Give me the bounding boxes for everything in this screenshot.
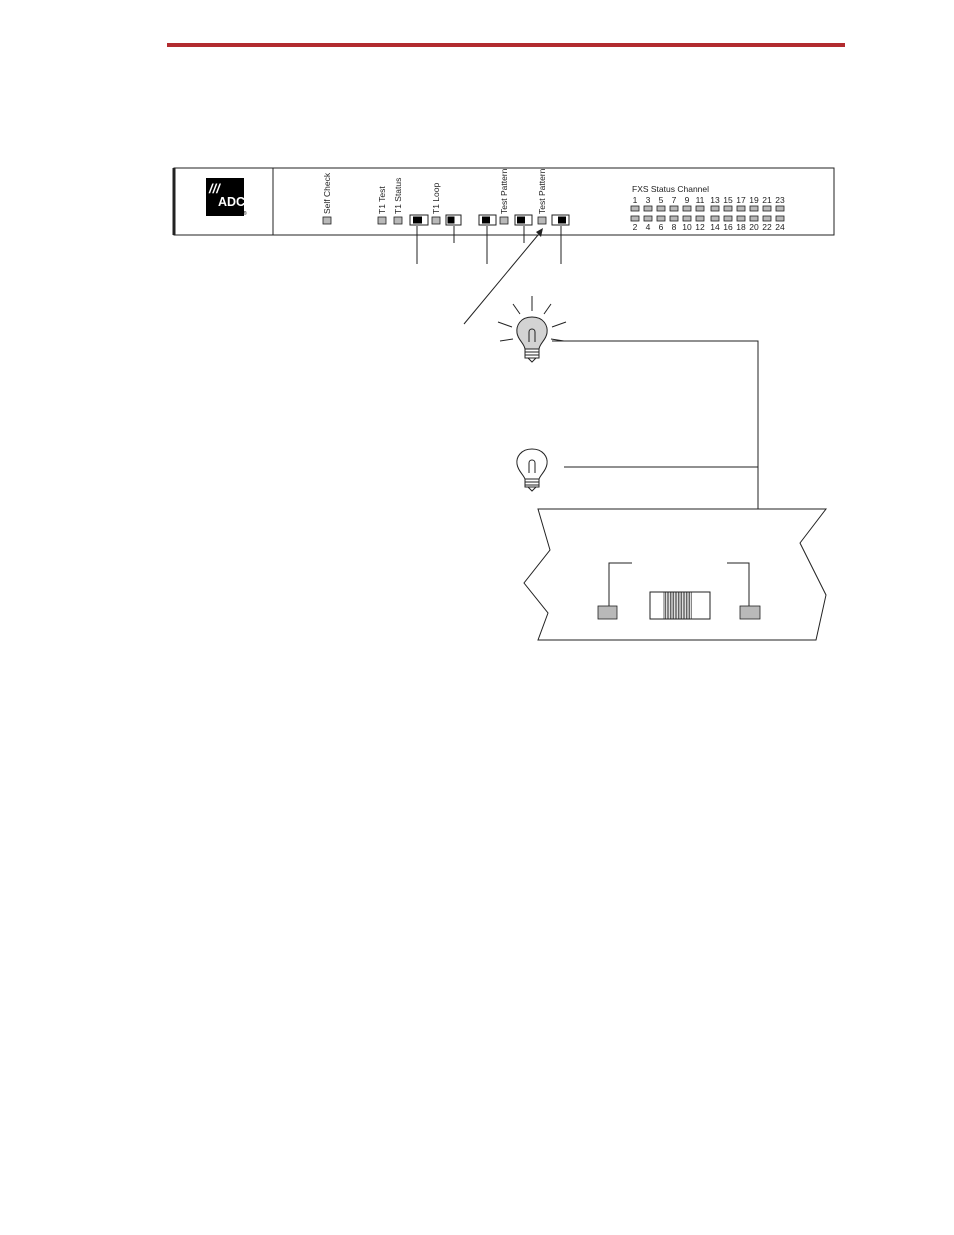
lit-bulb-icon — [497, 296, 567, 363]
fxs-led-odd — [695, 205, 705, 212]
test-pattern-label-2: Test Pattern — [537, 168, 547, 214]
fxs-led-even — [643, 215, 653, 222]
fxs-number-bottom: 2 — [633, 222, 638, 232]
fxs-led-odd — [749, 205, 759, 212]
fxs-led-odd — [669, 205, 679, 212]
indicator-arrow — [463, 228, 543, 325]
fxs-number-bottom: 18 — [736, 222, 746, 232]
fxs-led-odd — [775, 205, 785, 212]
logo-text: ADC — [218, 195, 245, 209]
card-led-left — [597, 605, 618, 620]
t1-test-switch[interactable] — [409, 214, 429, 226]
fxs-number-top: 5 — [659, 195, 664, 205]
fxs-led-odd — [736, 205, 746, 212]
card-led-right — [739, 605, 761, 620]
fxs-led-odd — [762, 205, 772, 212]
fxs-number-top: 13 — [710, 195, 720, 205]
fxs-leds — [630, 205, 785, 222]
fxs-number-bottom: 6 — [659, 222, 664, 232]
fxs-led-even — [710, 215, 720, 222]
fxs-led-odd — [710, 205, 720, 212]
fxs-title: FXS Status Channel — [632, 184, 709, 194]
fxs-number-bottom: 24 — [775, 222, 785, 232]
fxs-led-odd — [630, 205, 640, 212]
pattern-switch-c[interactable] — [551, 214, 570, 226]
test-pattern-led-1 — [499, 216, 509, 225]
fxs-number-top: 1 — [633, 195, 638, 205]
svg-text:®: ® — [243, 210, 247, 217]
fxs-led-odd — [656, 205, 666, 212]
t1-status-label: T1 Status — [393, 178, 403, 214]
fxs-led-even — [736, 215, 746, 222]
fxs-number-top: 15 — [723, 195, 733, 205]
fxs-number-bottom: 12 — [695, 222, 705, 232]
t1-loop-label: T1 Loop — [431, 183, 441, 214]
fxs-led-even — [723, 215, 733, 222]
fxs-led-even — [682, 215, 692, 222]
fxs-led-even — [775, 215, 785, 222]
fxs-led-odd — [643, 205, 653, 212]
fxs-number-top: 23 — [775, 195, 785, 205]
fxs-number-top: 11 — [696, 195, 705, 205]
fxs-led-odd — [682, 205, 692, 212]
fxs-number-top: 9 — [685, 195, 690, 205]
test-pattern-label-1: Test Pattern — [499, 168, 509, 214]
adc-logo-icon: /// ADC ® — [206, 178, 247, 217]
svg-text:///: /// — [208, 181, 221, 196]
fxs-led-even — [695, 215, 705, 222]
header-rule — [167, 43, 845, 47]
fxs-number-top: 7 — [672, 195, 677, 205]
fxs-number-top: 17 — [736, 195, 746, 205]
fxs-number-bottom: 4 — [646, 222, 651, 232]
t1-test-led — [377, 216, 387, 225]
fxs-number-top: 19 — [749, 195, 759, 205]
test-pattern-led-2 — [537, 216, 547, 225]
fxs-number-bottom: 16 — [723, 222, 733, 232]
fxs-led-odd — [723, 205, 733, 212]
unlit-bulb-icon — [516, 448, 548, 492]
fxs-number-bottom: 14 — [710, 222, 720, 232]
pattern-switch-b[interactable] — [514, 214, 533, 226]
callout-lines — [416, 226, 562, 264]
fxs-number-bottom: 20 — [749, 222, 759, 232]
circuit-card — [523, 508, 828, 641]
t1-status-led — [393, 216, 403, 225]
fxs-led-even — [669, 215, 679, 222]
fxs-led-even — [656, 215, 666, 222]
pattern-switch-a[interactable] — [478, 214, 497, 226]
fxs-number-top: 3 — [646, 195, 651, 205]
fxs-led-even — [749, 215, 759, 222]
self-check-led — [322, 216, 332, 225]
fxs-number-bottom: 22 — [762, 222, 772, 232]
t1-test-label: T1 Test — [377, 186, 387, 214]
t1-loop-switch[interactable] — [445, 214, 462, 226]
fxs-led-even — [762, 215, 772, 222]
self-check-label: Self Check — [322, 172, 332, 214]
fxs-number-bottom: 8 — [672, 222, 677, 232]
fxs-led-even — [630, 215, 640, 222]
fxs-number-bottom: 10 — [682, 222, 692, 232]
card-components — [597, 562, 761, 620]
t1-loop-led — [431, 216, 441, 225]
fxs-number-top: 21 — [762, 195, 772, 205]
